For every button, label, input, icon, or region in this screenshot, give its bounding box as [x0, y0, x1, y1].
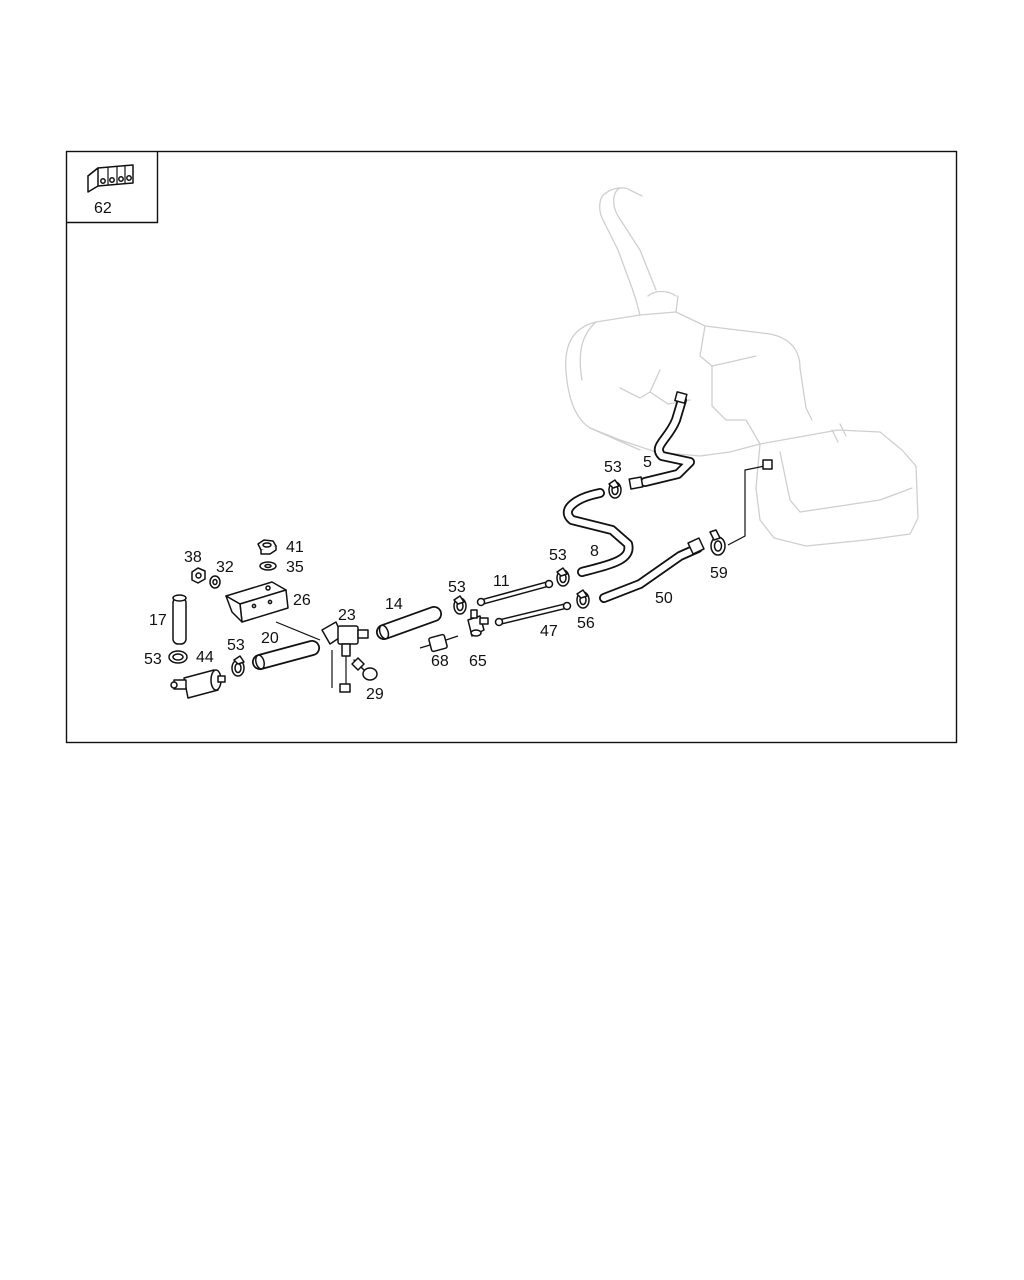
callout-47: 47: [540, 623, 558, 640]
hose-20: [252, 640, 320, 670]
leader-line-26: [275, 621, 321, 641]
callout-29: 29: [366, 686, 384, 703]
clamp-53-center: [453, 595, 467, 615]
callout-38: 38: [184, 549, 202, 566]
clamp-53-mid: [231, 655, 245, 677]
callout-50: 50: [655, 590, 673, 607]
callout-11: 11: [493, 573, 510, 590]
callout-53-left: 53: [144, 651, 162, 668]
washer-32: [209, 575, 221, 589]
hose-14: [376, 606, 442, 640]
tube-17: [172, 594, 187, 645]
clamp-59: [709, 529, 726, 556]
callout-26: 26: [293, 592, 311, 609]
filter-68: [419, 633, 459, 653]
callout-5: 5: [643, 454, 652, 471]
callout-23: 23: [338, 607, 356, 624]
filter-44: [170, 669, 226, 699]
callout-labels: 5 53 8 53 11 53 59 50 47 56 14 68 65 41 …: [144, 454, 728, 703]
callout-14: 14: [385, 596, 403, 613]
inset-label: 62: [94, 200, 112, 217]
pipe-11: [476, 579, 554, 607]
hose-5: [628, 391, 695, 490]
callout-35: 35: [286, 559, 304, 576]
callout-53-upper: 53: [549, 547, 567, 564]
fuel-tank-ghost-outline: [565, 187, 919, 547]
callout-56: 56: [577, 615, 595, 632]
leader-line-59: [727, 465, 766, 546]
connector-block-icon: [87, 164, 134, 193]
callout-53-mid: 53: [227, 637, 245, 654]
callout-44: 44: [196, 649, 214, 666]
callout-8: 8: [590, 543, 599, 560]
clamp-53-top: [608, 479, 622, 499]
bracket-26: [225, 581, 289, 623]
nut-38: [191, 567, 206, 584]
callout-65: 65: [469, 653, 487, 670]
inset-part-62: 62: [66, 151, 159, 224]
callout-17: 17: [149, 612, 167, 629]
connector-65: [467, 609, 489, 637]
pump-23: [321, 621, 369, 693]
callout-20: 20: [261, 630, 279, 647]
pipe-47: [494, 601, 572, 627]
hose-50: [599, 537, 705, 603]
clamp-53-left: [168, 650, 188, 664]
callout-41: 41: [286, 539, 304, 556]
callout-59: 59: [710, 565, 728, 582]
callout-32: 32: [216, 559, 234, 576]
washer-35: [259, 561, 277, 571]
diagram-frame: [65, 150, 958, 744]
callout-53-center: 53: [448, 579, 466, 596]
bolt-29: [351, 657, 378, 681]
nut-41: [257, 539, 277, 555]
hose-8: [562, 488, 634, 577]
clamp-56: [576, 589, 590, 609]
callout-68: 68: [431, 653, 449, 670]
clamp-53-upper: [556, 567, 570, 587]
callout-53-top: 53: [604, 459, 622, 476]
